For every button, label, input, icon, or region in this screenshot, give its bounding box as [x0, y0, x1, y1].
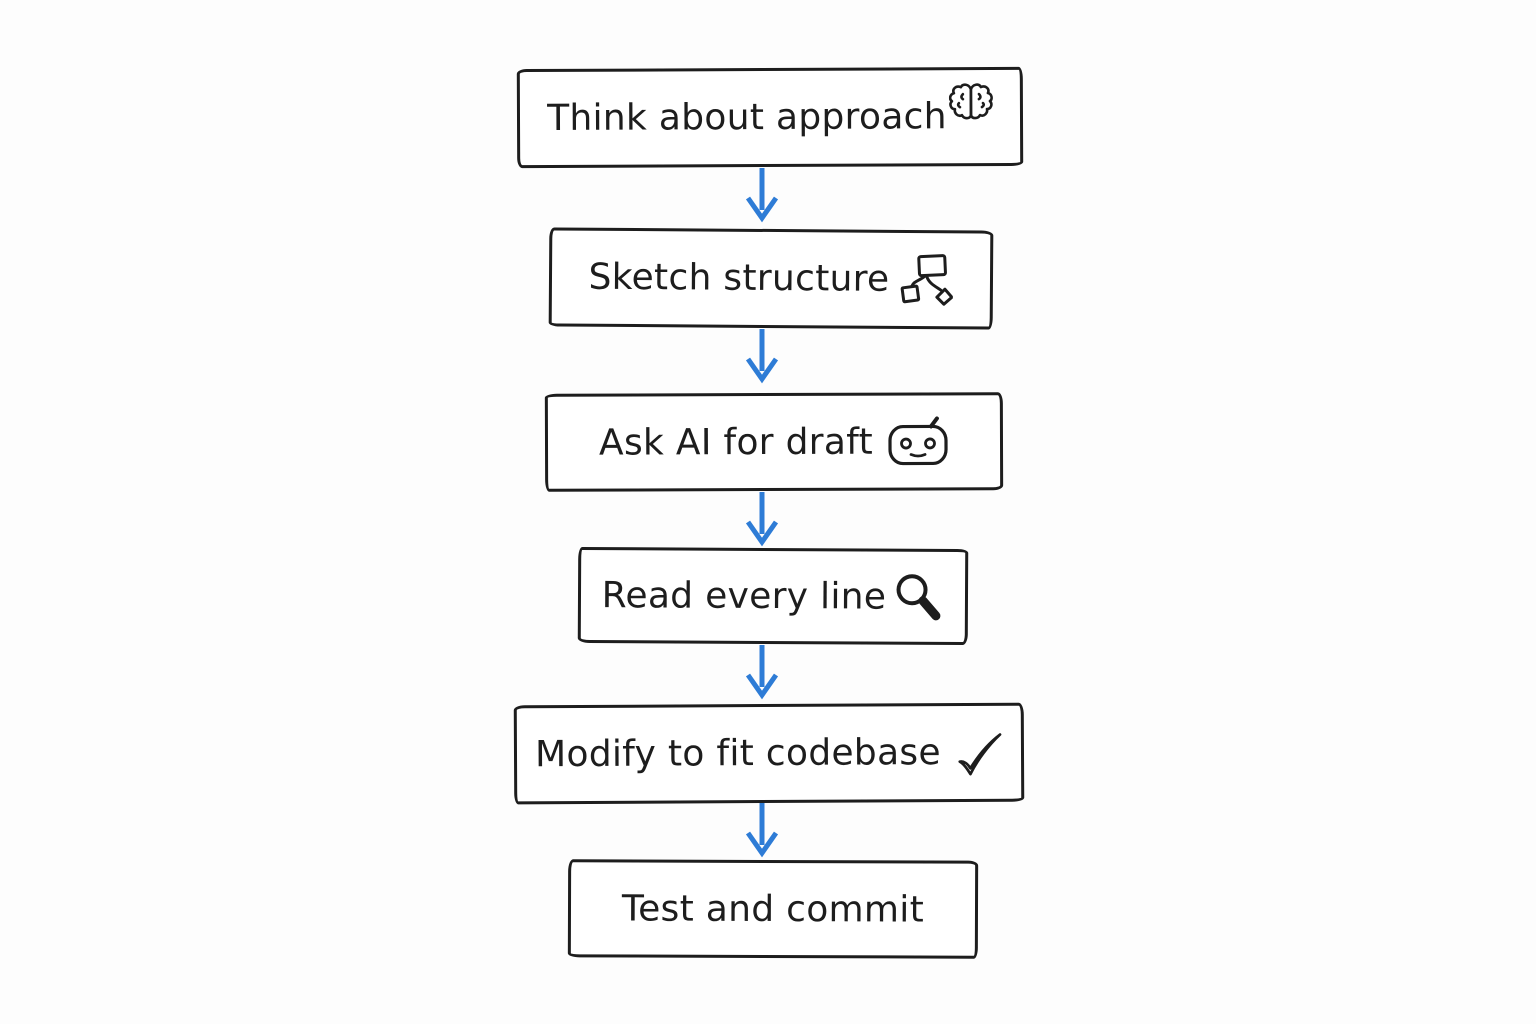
flow-step-read-every-line: Read every line: [577, 546, 969, 646]
flow-step-label: Modify to fit codebase: [534, 732, 941, 776]
flow-step-label: Read every line: [601, 574, 887, 618]
hierarchy-icon: [899, 252, 954, 306]
flow-step-label: Ask AI for draft: [598, 421, 874, 464]
flow-step-ask-ai-for-draft: Ask AI for draft: [544, 392, 1004, 492]
flow-step-label: Sketch structure: [588, 256, 890, 300]
flow-step-label: Test and commit: [621, 887, 925, 931]
flow-arrow-down: [744, 643, 780, 701]
flow-step-sketch-structure: Sketch structure: [548, 227, 994, 330]
magnifier-icon: [892, 571, 944, 623]
flow-step-label: Think about approach: [547, 96, 947, 139]
flow-arrow-down: [744, 327, 780, 385]
robot-icon: [887, 415, 949, 467]
flow-arrow-down: [744, 166, 780, 224]
checkmark-icon: [953, 728, 1003, 776]
brain-icon: [948, 81, 993, 121]
flow-step-think-about-approach: Think about approach: [516, 66, 1024, 169]
flow-arrow-down: [744, 801, 780, 859]
flow-arrow-down: [744, 490, 780, 548]
flow-step-test-and-commit: Test and commit: [567, 859, 979, 959]
flow-step-modify-to-fit-codebase: Modify to fit codebase: [513, 702, 1025, 805]
